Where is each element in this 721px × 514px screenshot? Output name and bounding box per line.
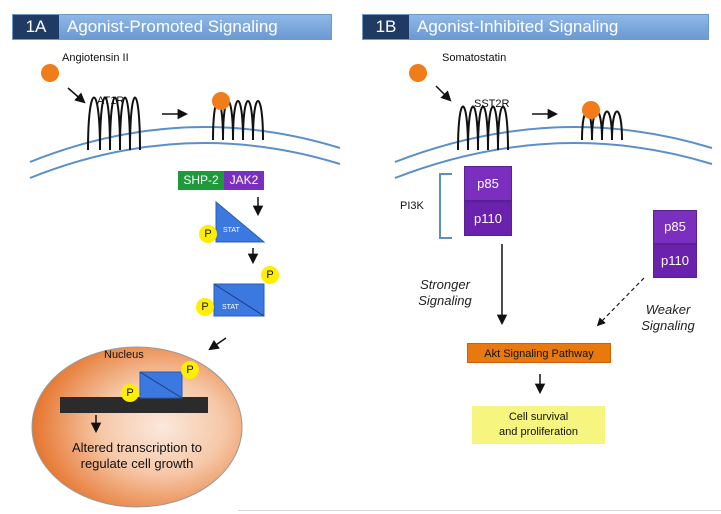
jak2-box: JAK2 [224, 171, 264, 190]
receptor-coil-sst2r [457, 105, 509, 151]
survival-line-1: Cell survival [508, 411, 569, 423]
transcription-outcome: Altered transcription to regulate cell g… [52, 440, 222, 472]
shp2-box: SHP-2 [178, 171, 224, 190]
panel-a-number: 1A [13, 15, 59, 39]
panel-b-title: Agonist-Inhibited Signaling [417, 17, 619, 36]
bottom-divider [238, 510, 721, 511]
panel-a-title: Agonist-Promoted Signaling [67, 17, 278, 36]
stat-monomer [215, 200, 266, 243]
phospho-dot-2: P [196, 298, 214, 316]
phospho-dot-4: P [121, 384, 139, 402]
arrow-ligand-to-sst2r [435, 85, 452, 102]
ligand-label-b: Somatostatin [442, 52, 507, 64]
arrow-ligand-to-at1r [67, 87, 86, 104]
ligand-angiotensin-bound [212, 92, 230, 110]
ligand-label-a: Angiotensin II [62, 52, 129, 64]
membrane-outer-b [394, 126, 713, 163]
membrane-inner-b [394, 142, 713, 179]
p110-bound-box: p110 [464, 201, 512, 236]
stronger-signaling-label: Stronger Signaling [410, 277, 480, 309]
header-panel-a: 1A Agonist-Promoted Signaling [12, 14, 332, 40]
stat-label-dimer: STAT [222, 304, 239, 311]
stat-dimer-split [213, 283, 265, 317]
survival-line-2: and proliferation [499, 426, 578, 438]
p85-bound-box: p85 [464, 166, 512, 201]
membrane-inner-a [29, 142, 341, 179]
ligand-somatostatin [409, 64, 427, 82]
receptor-coil-at1r-active [212, 100, 264, 141]
stronger-line-1: Stronger [420, 277, 470, 292]
arrow-weaker [596, 277, 645, 327]
dna-strand [60, 397, 208, 413]
weaker-line-1: Weaker [645, 302, 691, 317]
header-panel-b: 1B Agonist-Inhibited Signaling [362, 14, 709, 40]
outcome-line-2: regulate cell growth [80, 456, 194, 471]
cell-survival-box: Cell survival and proliferation [472, 406, 605, 444]
nucleus-label: Nucleus [104, 349, 144, 361]
weaker-line-2: Signaling [641, 318, 695, 333]
pi3k-bracket [439, 173, 452, 239]
pi3k-label: PI3K [400, 200, 424, 212]
stat-label-monomer: STAT [223, 227, 240, 234]
ligand-angiotensin [41, 64, 59, 82]
weaker-signaling-label: Weaker Signaling [632, 302, 704, 334]
akt-pathway-box: Akt Signaling Pathway [467, 343, 611, 363]
stronger-line-2: Signaling [418, 293, 472, 308]
nuclear-stat-split [139, 371, 183, 399]
receptor-coil-at1r [87, 96, 141, 151]
p110-free-box: p110 [653, 244, 697, 278]
phospho-dot-1: P [199, 225, 217, 243]
panel-b-number: 1B [363, 15, 409, 39]
outcome-line-1: Altered transcription to [71, 440, 203, 455]
membrane-outer-a [29, 126, 341, 163]
receptor-label-b: SST2R [474, 98, 510, 110]
receptor-label-a: AT1R [97, 95, 125, 107]
p85-free-box: p85 [653, 210, 697, 244]
arrow-to-nucleus [208, 337, 227, 351]
phospho-dot-5: P [181, 361, 199, 379]
ligand-somatostatin-bound [582, 101, 600, 119]
phospho-dot-3: P [261, 266, 279, 284]
nucleus [31, 346, 243, 508]
